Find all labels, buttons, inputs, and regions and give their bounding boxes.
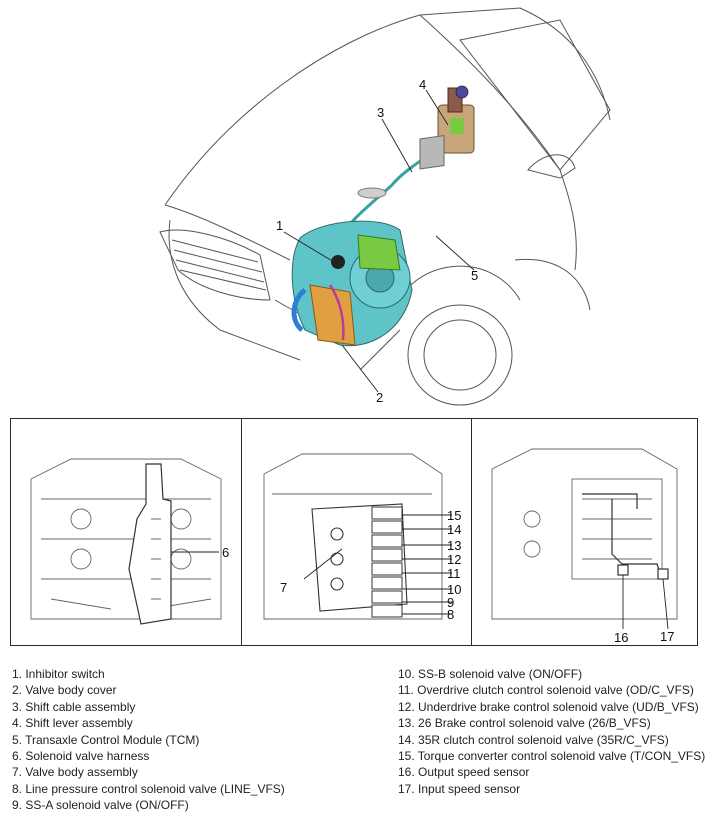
solenoid-stack [371, 506, 403, 618]
callout-4: 4 [419, 77, 426, 92]
callout-16: 16 [614, 630, 628, 645]
detail-panel-row: 6 [10, 418, 698, 646]
legend-item: 4. Shift lever assembly [12, 716, 133, 731]
panel-solenoid-view: 15 14 13 12 11 10 9 8 7 [241, 419, 471, 645]
vehicle-outline [159, 7, 611, 406]
callout-17: 17 [660, 629, 674, 644]
legend-item: 12. Underdrive brake control solenoid va… [398, 699, 699, 714]
legend-item: 16. Output speed sensor [398, 765, 530, 780]
callout-1: 1 [276, 218, 283, 233]
output-speed-sensor [617, 564, 629, 576]
legend-item: 1. Inhibitor switch [12, 667, 105, 681]
legend-item: 2. Valve body cover [12, 683, 117, 698]
legend-item: 11. Overdrive clutch control solenoid va… [398, 683, 694, 698]
legend-item: 6. Solenoid valve harness [12, 749, 150, 764]
input-speed-sensor [657, 568, 669, 580]
sensor-view-drawing: 16 17 [491, 448, 678, 645]
transaxle-control-module [419, 135, 445, 170]
solenoid-view-drawing: 15 14 13 12 11 10 9 8 7 [263, 453, 461, 622]
panel-harness-view: 6 [11, 419, 241, 645]
callout-7: 7 [280, 580, 287, 595]
callout-9: 9 [447, 595, 454, 610]
cooler-hose [291, 288, 307, 332]
valve-body-cover [309, 284, 356, 346]
callout-13: 13 [447, 538, 461, 553]
legend-item: 9. SS-A solenoid valve (ON/OFF) [12, 798, 189, 813]
legend-item: 14. 35R clutch control solenoid valve (3… [398, 732, 669, 747]
callout-15: 15 [447, 508, 461, 523]
callout-8: 8 [447, 607, 454, 622]
harness-view-drawing: 6 [30, 458, 229, 625]
callout-14: 14 [447, 522, 461, 537]
legend-item: 10. SS-B solenoid valve (ON/OFF) [398, 667, 583, 681]
legend-item: 8. Line pressure control solenoid valve … [12, 781, 285, 796]
legend-item: 17. Input speed sensor [398, 781, 521, 796]
shift-lever-assembly [437, 85, 475, 154]
callout-5: 5 [471, 268, 478, 283]
legend-item: 5. Transaxle Control Module (TCM) [12, 732, 200, 747]
legend-item: 3. Shift cable assembly [12, 699, 136, 714]
legend-item: 7. Valve body assembly [12, 765, 138, 780]
legend-right-column: 10. SS-B solenoid valve (ON/OFF) 11. Ove… [398, 666, 705, 797]
callout-12: 12 [447, 552, 461, 567]
callout-10: 10 [447, 582, 461, 597]
callout-6: 6 [222, 545, 229, 560]
panel-sensor-view: 16 17 [471, 419, 697, 645]
legend-left-column: 1. Inhibitor switch 2. Valve body cover … [12, 666, 285, 814]
solenoid-harness [328, 284, 345, 341]
callout-11: 11 [447, 566, 461, 581]
solenoid-valve-harness [128, 463, 172, 625]
sensor-harness [582, 493, 669, 580]
transaxle-assembly [291, 220, 413, 347]
callout-3: 3 [377, 105, 384, 120]
legend-item: 15. Torque converter control solenoid va… [398, 749, 706, 764]
leader-lines [283, 89, 475, 393]
vehicle-transaxle-illustration: 1 2 3 4 5 [159, 7, 611, 406]
legend-item: 13. 26 Brake control solenoid valve (26/… [398, 716, 651, 731]
cable-bracket [357, 187, 387, 199]
callout-2: 2 [376, 390, 383, 405]
inhibitor-switch [331, 255, 345, 269]
